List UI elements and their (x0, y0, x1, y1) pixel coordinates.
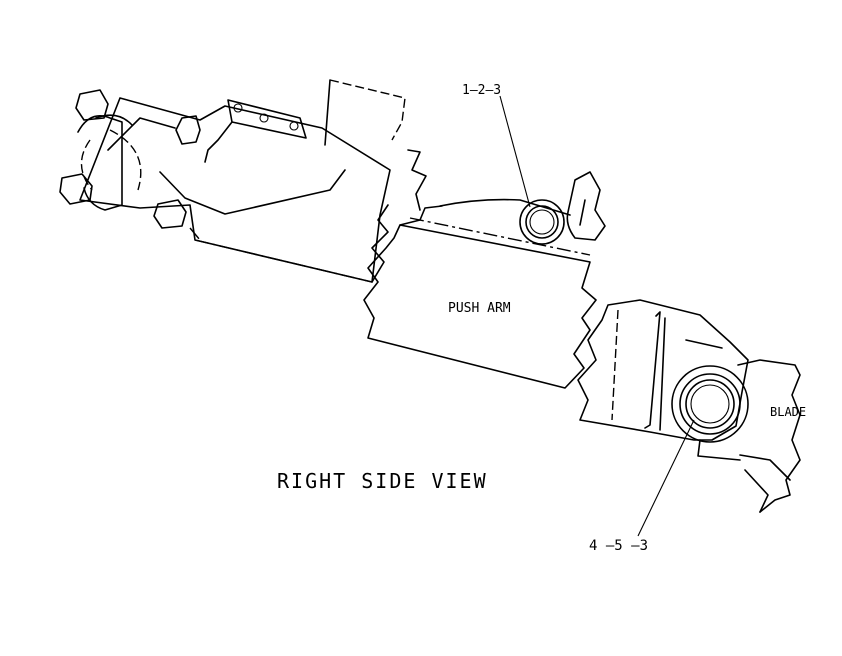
callout-upper-label: 1–2–3 (462, 83, 501, 98)
push-arm (363, 171, 606, 389)
push-arm-label: PUSH ARM (448, 301, 511, 316)
lower-pin (671, 365, 749, 443)
lower-callout-leader (637, 419, 695, 537)
view-title: RIGHT SIDE VIEW (277, 469, 488, 493)
upper-pin (519, 199, 565, 245)
upper-callout-leader (499, 95, 531, 208)
blade (697, 359, 801, 513)
blade-label: BLADE (770, 405, 806, 419)
lower-arm-end (577, 299, 749, 441)
mounting-bracket (59, 79, 427, 283)
callout-lower-label: 4 –5 –3 (589, 538, 648, 554)
